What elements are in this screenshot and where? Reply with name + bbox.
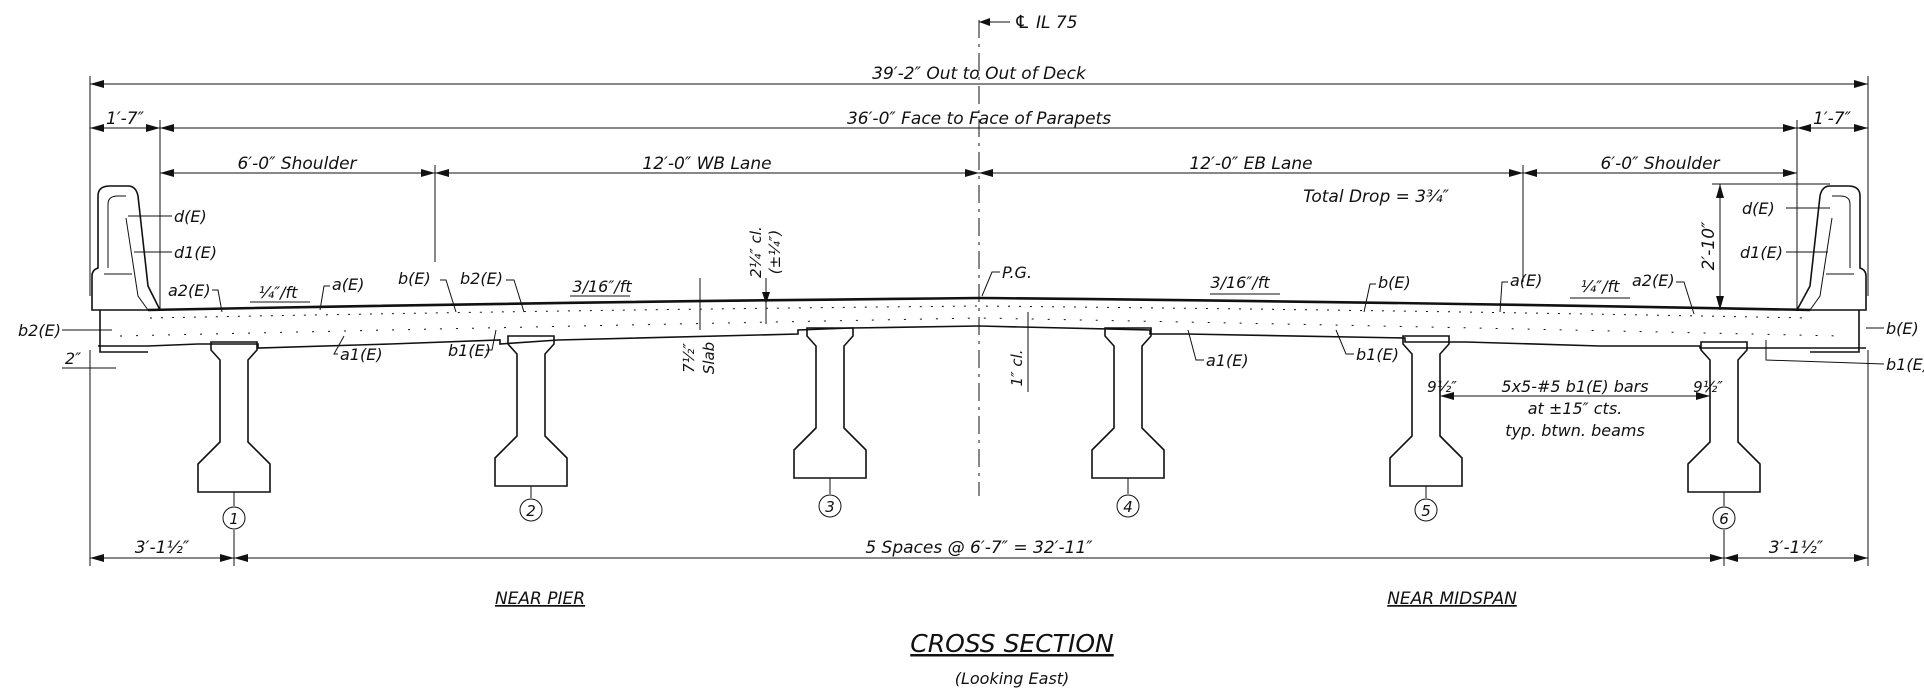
- beam-2: [494, 335, 568, 487]
- beam-4: [1091, 327, 1165, 479]
- beam-number-4: 4: [1123, 498, 1133, 516]
- callout-left-b1: b1(E): [448, 341, 491, 360]
- bar-note-line-1: 5x5-#5 b1(E) bars: [1501, 377, 1648, 396]
- face-to-face-label: 36′-0″ Face to Face of Parapets: [847, 109, 1111, 129]
- face-to-face-dimension: [90, 120, 1868, 310]
- parapet-left-inner: [104, 195, 149, 311]
- beam-spacing-label: 5 Spaces @ 6′-7″ = 32′-11″: [865, 538, 1093, 558]
- parapet-width-left: 1′-7″: [106, 109, 145, 129]
- beam-5: [1389, 335, 1463, 487]
- beam-number-5: 5: [1421, 502, 1431, 520]
- callout-right-b1: b1(E): [1356, 345, 1399, 364]
- shoulder-right-label: 6′-0″ Shoulder: [1600, 154, 1720, 174]
- beam-number-6: 6: [1719, 510, 1729, 528]
- cover-bottom-label: 1″ cl.: [1008, 349, 1026, 386]
- drawing-subtitle: (Looking East): [955, 669, 1070, 688]
- wb-lane-label: 12′-0″ WB Lane: [642, 154, 771, 174]
- parapet-width-right: 1′-7″: [1813, 109, 1852, 129]
- beam-number-3: 3: [825, 498, 835, 516]
- drawing-title: CROSS SECTION: [910, 629, 1114, 658]
- callout-right-a1: a1(E): [1206, 351, 1249, 370]
- callout-left-b2: b2(E): [460, 269, 503, 288]
- callout-right-a: a(E): [1510, 271, 1542, 290]
- callout-left-b: b(E): [398, 269, 431, 288]
- callout-right-a2: a2(E): [1632, 271, 1675, 290]
- beam-number-circles: [222, 494, 1736, 530]
- beam-6: [1687, 341, 1761, 493]
- out-to-out-label: 39′-2″ Out to Out of Deck: [872, 64, 1087, 84]
- beam-1: [197, 341, 271, 493]
- overhang-left-label: 3′-1½″: [135, 538, 190, 558]
- callout-left-a1: a1(E): [340, 345, 383, 364]
- callout-left-a2: a2(E): [168, 281, 211, 300]
- callout-right-edge-b1: b1(E): [1886, 355, 1924, 374]
- slope-left-outer: ¼″/ft: [259, 283, 299, 302]
- bar-spacing-dimension: [1439, 386, 1711, 404]
- deck-bottom-left: [98, 325, 980, 349]
- slope-right-outer: ¼″/ft: [1581, 277, 1621, 296]
- shoulder-left-label: 6′-0″ Shoulder: [237, 154, 357, 174]
- bar-edge-left-label: 9½″: [1427, 378, 1457, 396]
- parapet-left: [91, 185, 162, 311]
- bottom-dimension: [89, 350, 1869, 566]
- callout-left-parapet-d: d(E): [174, 207, 207, 226]
- total-drop-label: Total Drop = 3¾″: [1303, 187, 1450, 207]
- near-pier-label: NEAR PIER: [495, 589, 585, 609]
- slope-right-inner: 3/16″/ft: [1210, 273, 1270, 292]
- beam-3: [793, 327, 867, 479]
- deck-edge-left: [99, 310, 148, 353]
- callout-right-edge-b: b(E): [1886, 319, 1919, 338]
- near-midspan-label: NEAR MIDSPAN: [1387, 589, 1517, 609]
- parapet-height-label: 2′-10″: [1699, 221, 1719, 270]
- centerline-arrow: [979, 18, 990, 26]
- eb-lane-label: 12′-0″ EB Lane: [1189, 154, 1312, 174]
- deck-top-bars: [149, 305, 1809, 319]
- beam-number-2: 2: [526, 502, 536, 520]
- callout-left-edge-b2: b2(E): [18, 321, 61, 340]
- overhang-right-label: 3′-1½″: [1769, 538, 1824, 558]
- centerline-label: IL 75: [1036, 13, 1078, 33]
- cover-top-label: 2¼″ cl.: [747, 226, 765, 278]
- out-to-out-dimension: [89, 76, 1869, 296]
- callout-right-b: b(E): [1378, 273, 1411, 292]
- deck-edge-right: [1810, 310, 1860, 353]
- lane-dimensions: [160, 165, 1797, 282]
- beam-centerlines: [233, 478, 1725, 506]
- bar-note-line-3: typ. btwn. beams: [1505, 421, 1645, 440]
- parapet-right-inner: [1809, 195, 1854, 311]
- edge-offset-label: 2″: [65, 349, 81, 368]
- callout-left-parapet-d1: d1(E): [174, 243, 217, 262]
- callout-pg: P.G.: [1002, 263, 1032, 282]
- callout-right-parapet-d: d(E): [1742, 199, 1775, 218]
- centerline-symbol: ℄: [1014, 12, 1030, 33]
- deck-top: [147, 296, 1811, 312]
- slab-word: Slab: [700, 342, 718, 374]
- cover-top-tolerance: (±¼″): [766, 230, 784, 274]
- callout-left-a: a(E): [332, 275, 364, 294]
- bar-note-line-2: at ±15″ cts.: [1528, 399, 1622, 418]
- bar-edge-right-label: 9½″: [1693, 378, 1723, 396]
- parapet-right: [1795, 185, 1867, 311]
- slab-thickness-label: 7½″: [680, 343, 698, 373]
- beam-number-1: 1: [229, 510, 239, 528]
- callout-right-parapet-d1: d1(E): [1740, 243, 1783, 262]
- deck-bottom-bars: [119, 317, 1841, 337]
- slope-left-inner: 3/16″/ft: [572, 277, 632, 296]
